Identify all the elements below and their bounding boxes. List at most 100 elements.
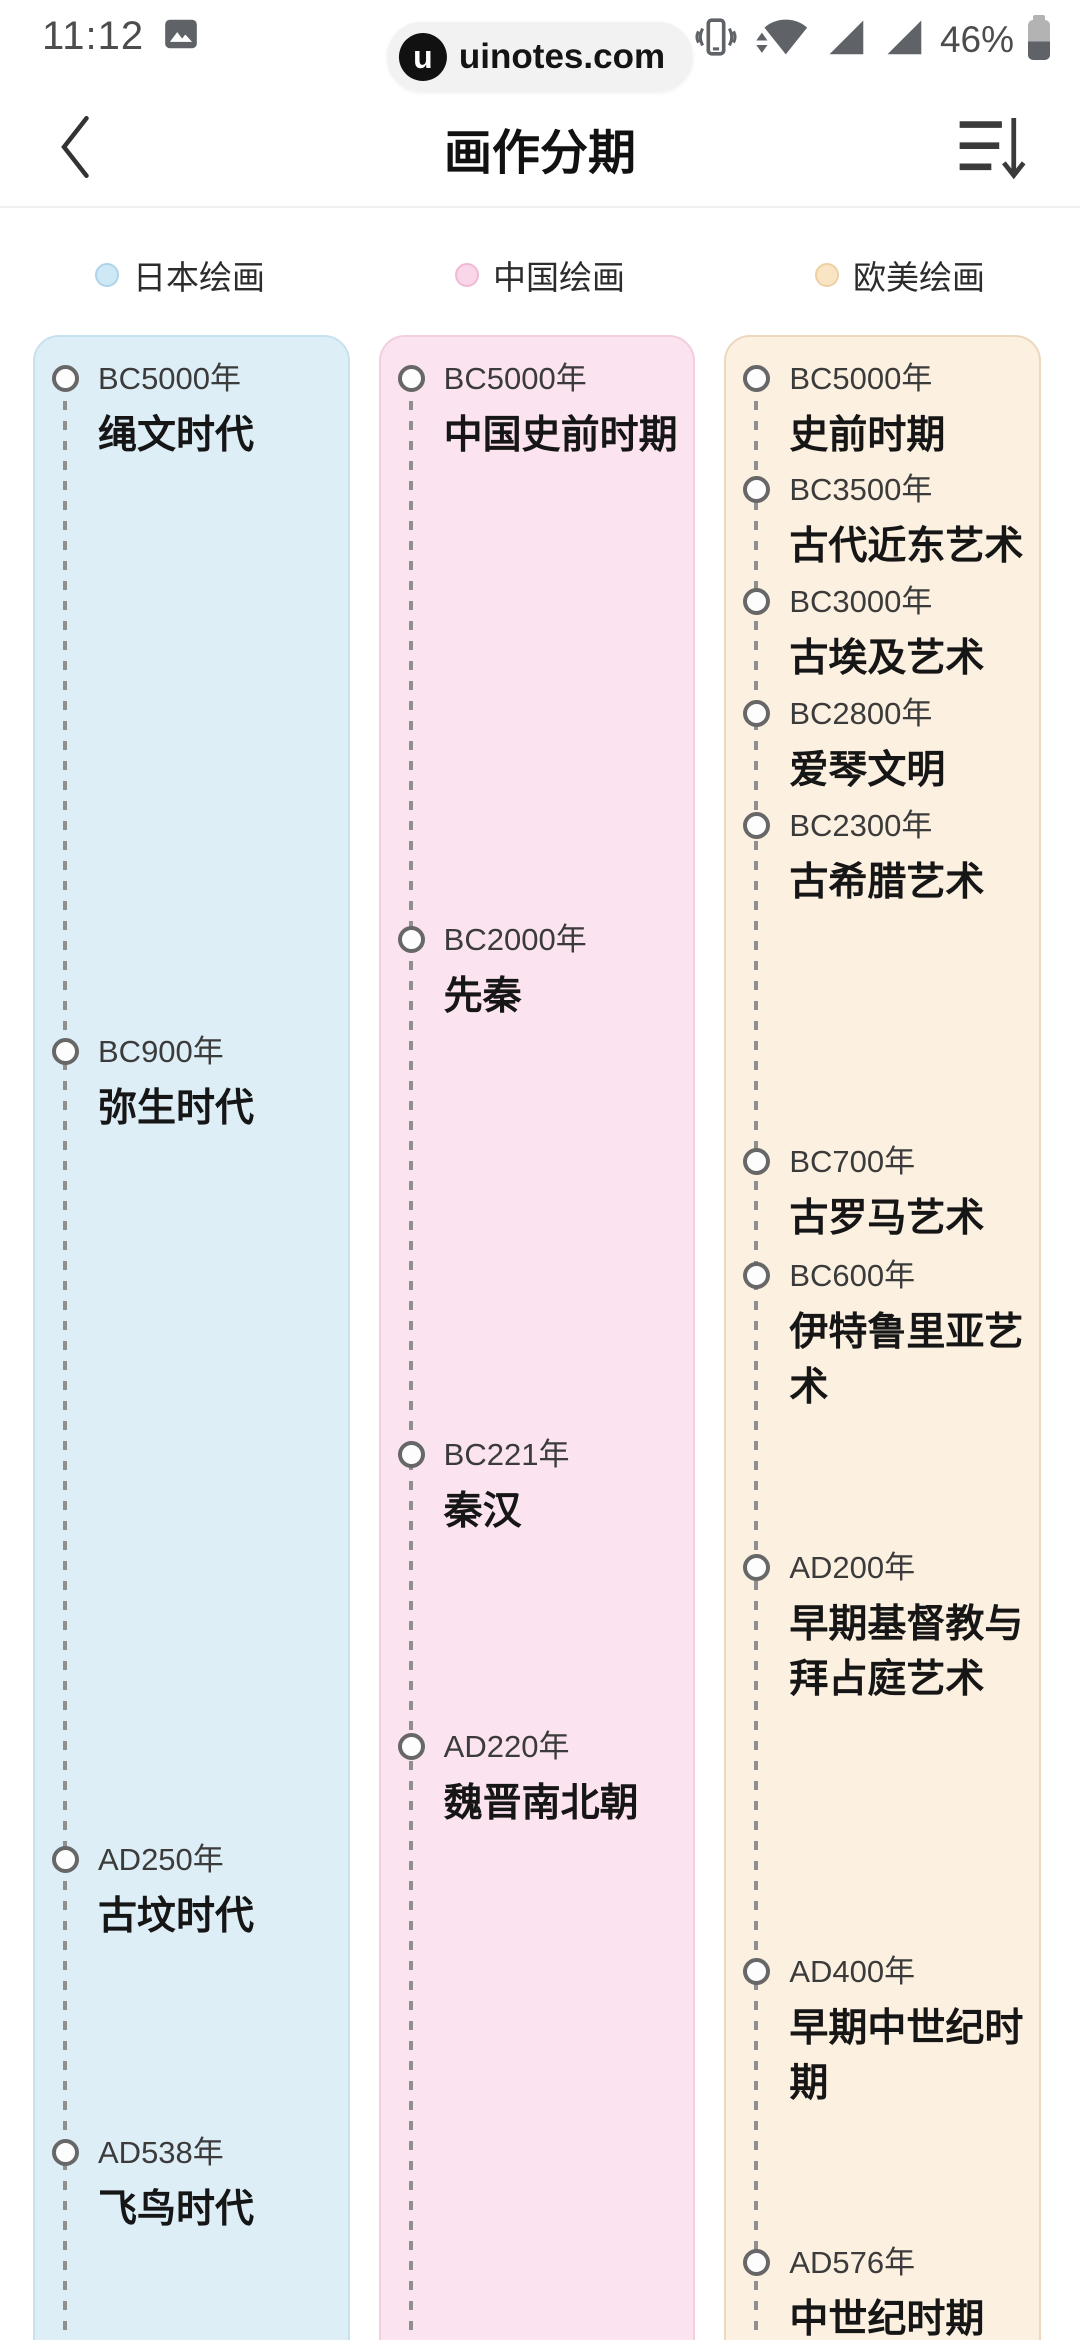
entry-title: 魏晋南北朝 (443, 1782, 639, 1825)
entry-date: BC2800年 (789, 696, 933, 731)
entry-date: AD400年 (789, 1954, 916, 1989)
timeline-node-icon (397, 1733, 425, 1760)
timeline-entry-china[interactable]: AD220年魏晋南北朝 (381, 1729, 694, 1831)
legend-label: 中国绘画 (493, 259, 625, 296)
timeline-entry-west[interactable]: AD200年早期基督教与拜占庭艺术 (726, 1552, 1039, 1707)
watermark-text: uinotes.com (458, 37, 666, 76)
entry-date: BC600年 (789, 1258, 916, 1293)
entry-title: 弥生时代 (98, 1087, 255, 1130)
legend: 日本绘画 中国绘画 欧美绘画 (0, 242, 1080, 308)
back-chevron-icon (54, 112, 94, 185)
entry-title: 秦汉 (443, 1490, 522, 1533)
timeline-node-icon (743, 1958, 771, 1985)
timeline-entry-west[interactable]: BC3000年古埃及艺术 (726, 584, 1039, 686)
legend-item-china[interactable]: 中国绘画 (360, 242, 720, 308)
timeline-entry-china[interactable]: BC2000年先秦 (381, 922, 694, 1024)
uinotes-logo-icon: u (398, 33, 447, 81)
timeline-dotted-line (63, 381, 67, 2340)
timeline-card-japan: BC5000年绳文时代 BC900年弥生时代 AD250年古坟时代 AD538年飞鸟时… (33, 335, 350, 2340)
timeline-entry-west[interactable]: BC3500年古代近东艺术 (726, 472, 1039, 574)
vibrate-icon (692, 16, 740, 63)
entry-title: 古希腊艺术 (789, 861, 985, 904)
entry-title: 古罗马艺术 (789, 1197, 985, 1240)
timeline-node-icon (743, 812, 771, 839)
timeline-node-icon (743, 2249, 771, 2276)
timeline-entry-west[interactable]: BC700年古罗马艺术 (726, 1146, 1039, 1246)
entry-title: 绳文时代 (98, 414, 255, 457)
sort-button[interactable] (948, 108, 1032, 189)
legend-dot-icon (455, 263, 479, 287)
entry-title: 古代近东艺术 (789, 525, 1024, 568)
timeline-entry-china[interactable]: BC221年秦汉 (381, 1437, 694, 1539)
timeline-node-icon (397, 926, 425, 953)
entry-date: BC3000年 (789, 584, 933, 619)
timeline-entry-japan[interactable]: AD250年古坟时代 (35, 1842, 348, 1944)
clock-time: 11:12 (42, 14, 145, 58)
timeline-node-icon (52, 1846, 79, 1873)
nav-header: 画作分期 (0, 90, 1080, 208)
entry-title: 古埃及艺术 (789, 637, 985, 680)
legend-label: 日本绘画 (133, 259, 265, 296)
legend-item-west[interactable]: 欧美绘画 (720, 242, 1080, 308)
timeline-entry-west[interactable]: BC600年伊特鲁里亚艺术 (726, 1258, 1039, 1415)
entry-title: 史前时期 (789, 414, 946, 457)
timeline-node-icon (397, 365, 425, 392)
timeline-entry-japan[interactable]: BC900年弥生时代 (35, 1034, 348, 1136)
entry-title: 先秦 (443, 975, 522, 1018)
entry-title: 伊特鲁里亚艺术 (789, 1311, 1024, 1409)
entry-date: BC2300年 (789, 808, 933, 843)
timeline-entry-west[interactable]: BC2300年古希腊艺术 (726, 808, 1039, 910)
timeline-node-icon (743, 1554, 771, 1581)
sort-descending-icon (954, 114, 1026, 183)
timeline-entry-west[interactable]: BC2800年爱琴文明 (726, 696, 1039, 798)
entry-title: 早期基督教与拜占庭艺术 (789, 1603, 1024, 1701)
timeline-card-china: BC5000年中国史前时期 BC2000年先秦 BC221年秦汉 AD220年魏晋南北… (378, 335, 696, 2340)
timeline-node-icon (743, 476, 771, 503)
timeline-entry-china[interactable]: BC5000年中国史前时期 (381, 361, 694, 463)
entry-date: BC5000年 (789, 361, 933, 396)
entry-date: BC900年 (98, 1034, 224, 1069)
battery-icon (1028, 14, 1050, 60)
entry-date: AD538年 (98, 2135, 224, 2170)
legend-label: 欧美绘画 (853, 259, 985, 296)
entry-title: 古坟时代 (98, 1895, 255, 1938)
timeline-entry-west[interactable]: BC5000年史前时期 (726, 361, 1039, 463)
signal-strength-icon (824, 15, 868, 64)
entry-title: 早期中世纪时期 (789, 2007, 1024, 2105)
entry-date: BC221年 (443, 1437, 570, 1472)
entry-title: 中国史前时期 (443, 414, 678, 457)
entry-date: BC5000年 (443, 361, 587, 396)
legend-item-japan[interactable]: 日本绘画 (0, 242, 360, 308)
wifi-calling-icon (754, 14, 810, 65)
timeline-node-icon (743, 588, 771, 615)
battery-percent: 46% (939, 18, 1014, 60)
timeline-node-icon (743, 1262, 771, 1289)
entry-date: BC3500年 (789, 472, 933, 507)
entry-title: 爱琴文明 (789, 749, 946, 792)
timeline-entry-japan[interactable]: AD538年飞鸟时代 (35, 2135, 348, 2237)
status-bar: 11:12 (0, 0, 1080, 80)
timeline-node-icon (52, 365, 79, 392)
entry-date: AD576年 (789, 2245, 916, 2280)
entry-date: BC2000年 (443, 922, 587, 957)
photo-notification-icon (162, 15, 200, 58)
legend-dot-icon (815, 263, 839, 287)
entry-date: AD250年 (98, 1842, 224, 1877)
page-title: 画作分期 (443, 127, 637, 180)
timeline-entry-west[interactable]: AD576年中世纪时期 (726, 2245, 1039, 2340)
watermark-badge: u uinotes.com (386, 22, 694, 92)
entry-date: BC5000年 (98, 361, 242, 396)
signal-strength-icon (882, 15, 926, 64)
back-button[interactable] (48, 106, 100, 191)
timeline-dotted-line (754, 381, 759, 2340)
timeline-node-icon (743, 700, 771, 727)
timeline-entry-west[interactable]: AD400年早期中世纪时期 (726, 1954, 1039, 2111)
entry-date: AD220年 (443, 1729, 570, 1764)
entry-title: 飞鸟时代 (98, 2188, 255, 2231)
legend-dot-icon (95, 263, 119, 287)
timeline-entry-japan[interactable]: BC5000年绳文时代 (35, 361, 348, 463)
timeline-node-icon (743, 365, 771, 392)
timeline-columns: BC5000年绳文时代 BC900年弥生时代 AD250年古坟时代 AD538年飞鸟时… (33, 335, 1042, 2340)
timeline-node-icon (52, 2139, 79, 2166)
